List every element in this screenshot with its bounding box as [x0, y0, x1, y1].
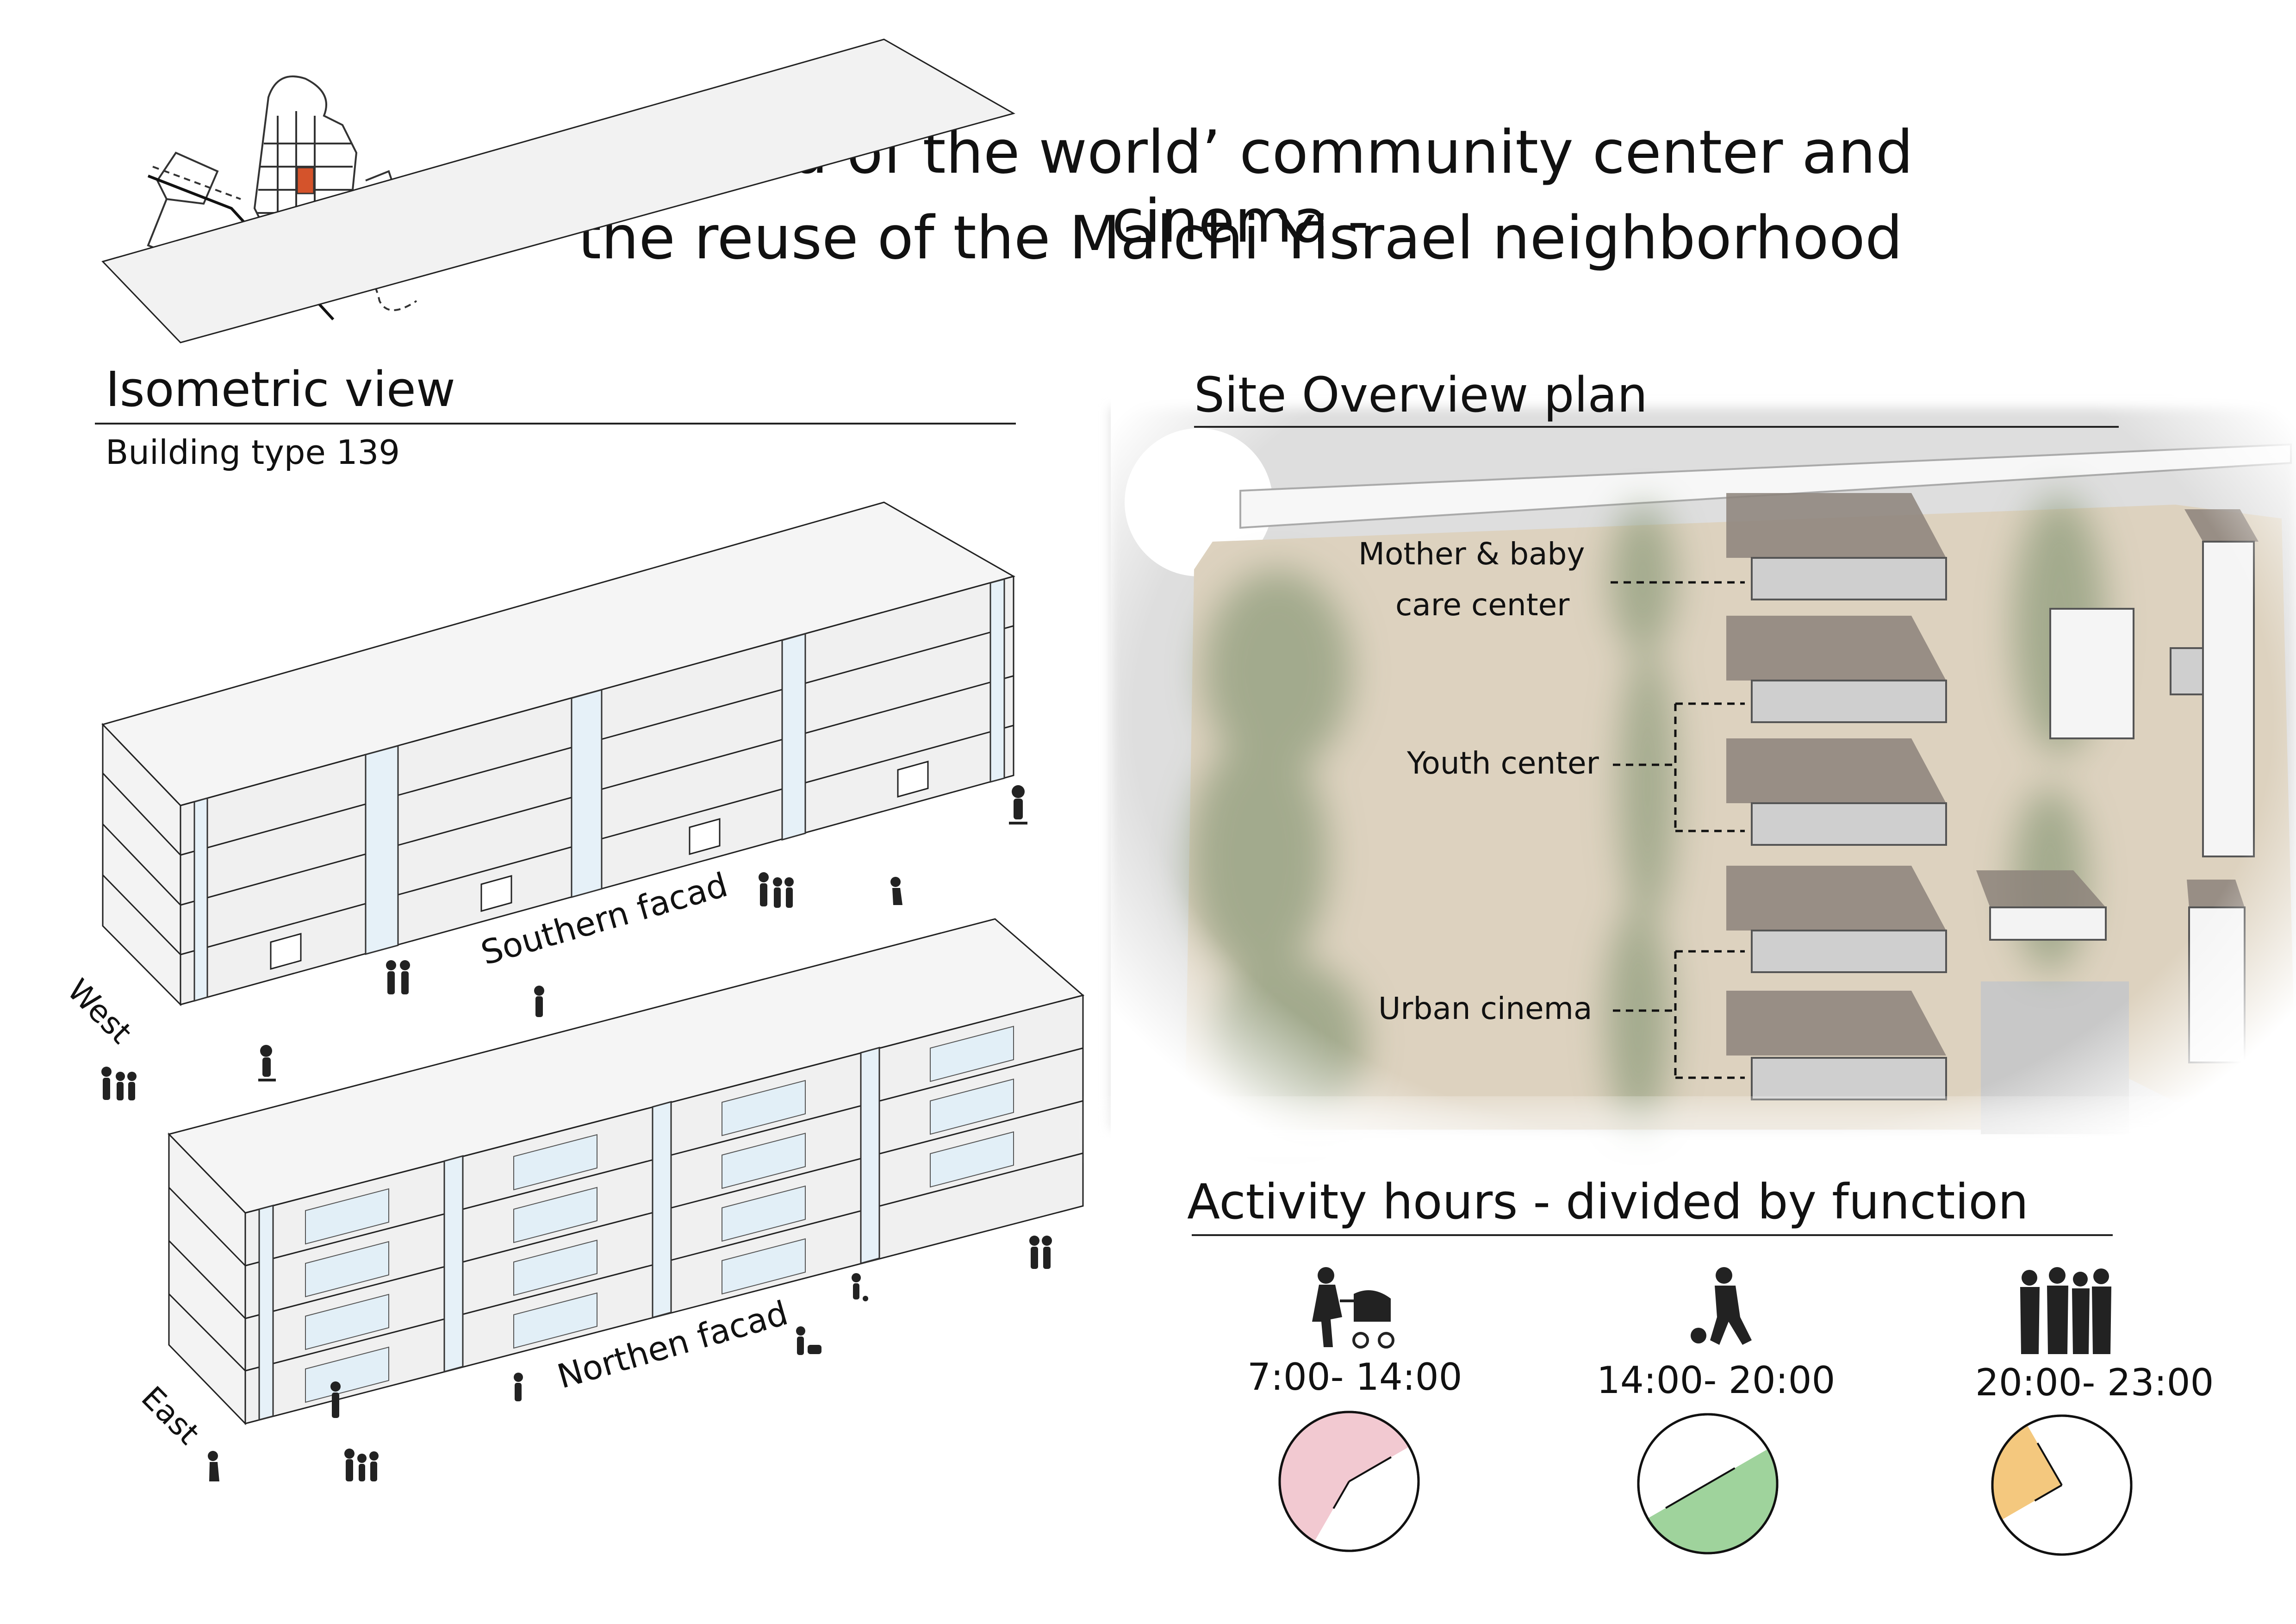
clock-1: [1278, 1411, 1420, 1552]
site-rule: [1194, 426, 2119, 428]
family-icon-2: [101, 1067, 137, 1100]
child-kicking-ball-icon: [1691, 1267, 1752, 1345]
walker-icon: [534, 986, 544, 1017]
site-title: Site Overview plan: [1194, 367, 1648, 423]
pedestrians-icon-2: [1029, 1236, 1052, 1269]
skateboarder-icon: [1009, 785, 1027, 824]
isometric-subtitle: Building type 139: [106, 433, 400, 472]
label-youth-center: Youth center: [1407, 745, 1599, 781]
clock-hour-hand: [1707, 1467, 1736, 1485]
activity-rule: [1192, 1234, 2113, 1236]
walker-icon-2: [514, 1373, 523, 1401]
label-urban-cinema: Urban cinema: [1378, 991, 1593, 1026]
runner-icon-2: [208, 1451, 219, 1481]
clock-2-hours: 14:00- 20:00: [1597, 1359, 1836, 1402]
southern-building-body: [101, 501, 1015, 1006]
title-line-2: the reuse of the Malchi Yisrael neighbor…: [578, 204, 1903, 273]
group-of-adults-icon: [2020, 1267, 2111, 1354]
mother-with-stroller-icon: [1312, 1267, 1394, 1349]
site-plan: [1111, 278, 2296, 1157]
clock-hour-hand: [1332, 1481, 1350, 1509]
highlight-block: [296, 167, 315, 194]
runner-icon: [890, 877, 902, 905]
stroller-icon: [796, 1326, 821, 1355]
label-mother-baby: Mother & baby: [1358, 536, 1585, 572]
clock-minute-hand: [1665, 1483, 1709, 1509]
family-icon-3: [344, 1449, 379, 1481]
clock-active-wedge: [1992, 1425, 2062, 1520]
clock-rim: [1991, 1414, 2133, 1556]
northern-building: [168, 918, 1085, 1425]
clock-2: [1637, 1413, 1779, 1555]
clock-3-hours: 20:00- 23:00: [1975, 1361, 2214, 1404]
activity-title: Activity hours - divided by function: [1187, 1174, 2028, 1230]
people-silhouettes: [101, 785, 1052, 1481]
clock-minute-hand: [1348, 1456, 1392, 1482]
label-care-center: care center: [1395, 587, 1570, 623]
clock-rim: [1637, 1413, 1779, 1555]
clock-hour-hand: [2034, 1484, 2063, 1502]
walker-icon-3: [330, 1381, 341, 1418]
ball-player-icon: [852, 1273, 868, 1301]
isometric-rule: [95, 423, 1016, 425]
family-icon: [759, 872, 794, 908]
clock-active-wedge: [1279, 1412, 1409, 1542]
clock-1-hours: 7:00- 14:00: [1247, 1355, 1462, 1399]
clock-active-wedge: [1648, 1449, 1777, 1553]
skateboarder-icon-2: [258, 1045, 276, 1081]
clock-3: [1991, 1414, 2133, 1556]
southern-building: [101, 38, 1015, 344]
isometric-title: Isometric view: [106, 361, 455, 418]
clock-minute-hand: [2036, 1443, 2063, 1486]
clock-rim: [1278, 1411, 1420, 1552]
pedestrians-icon: [386, 960, 410, 994]
